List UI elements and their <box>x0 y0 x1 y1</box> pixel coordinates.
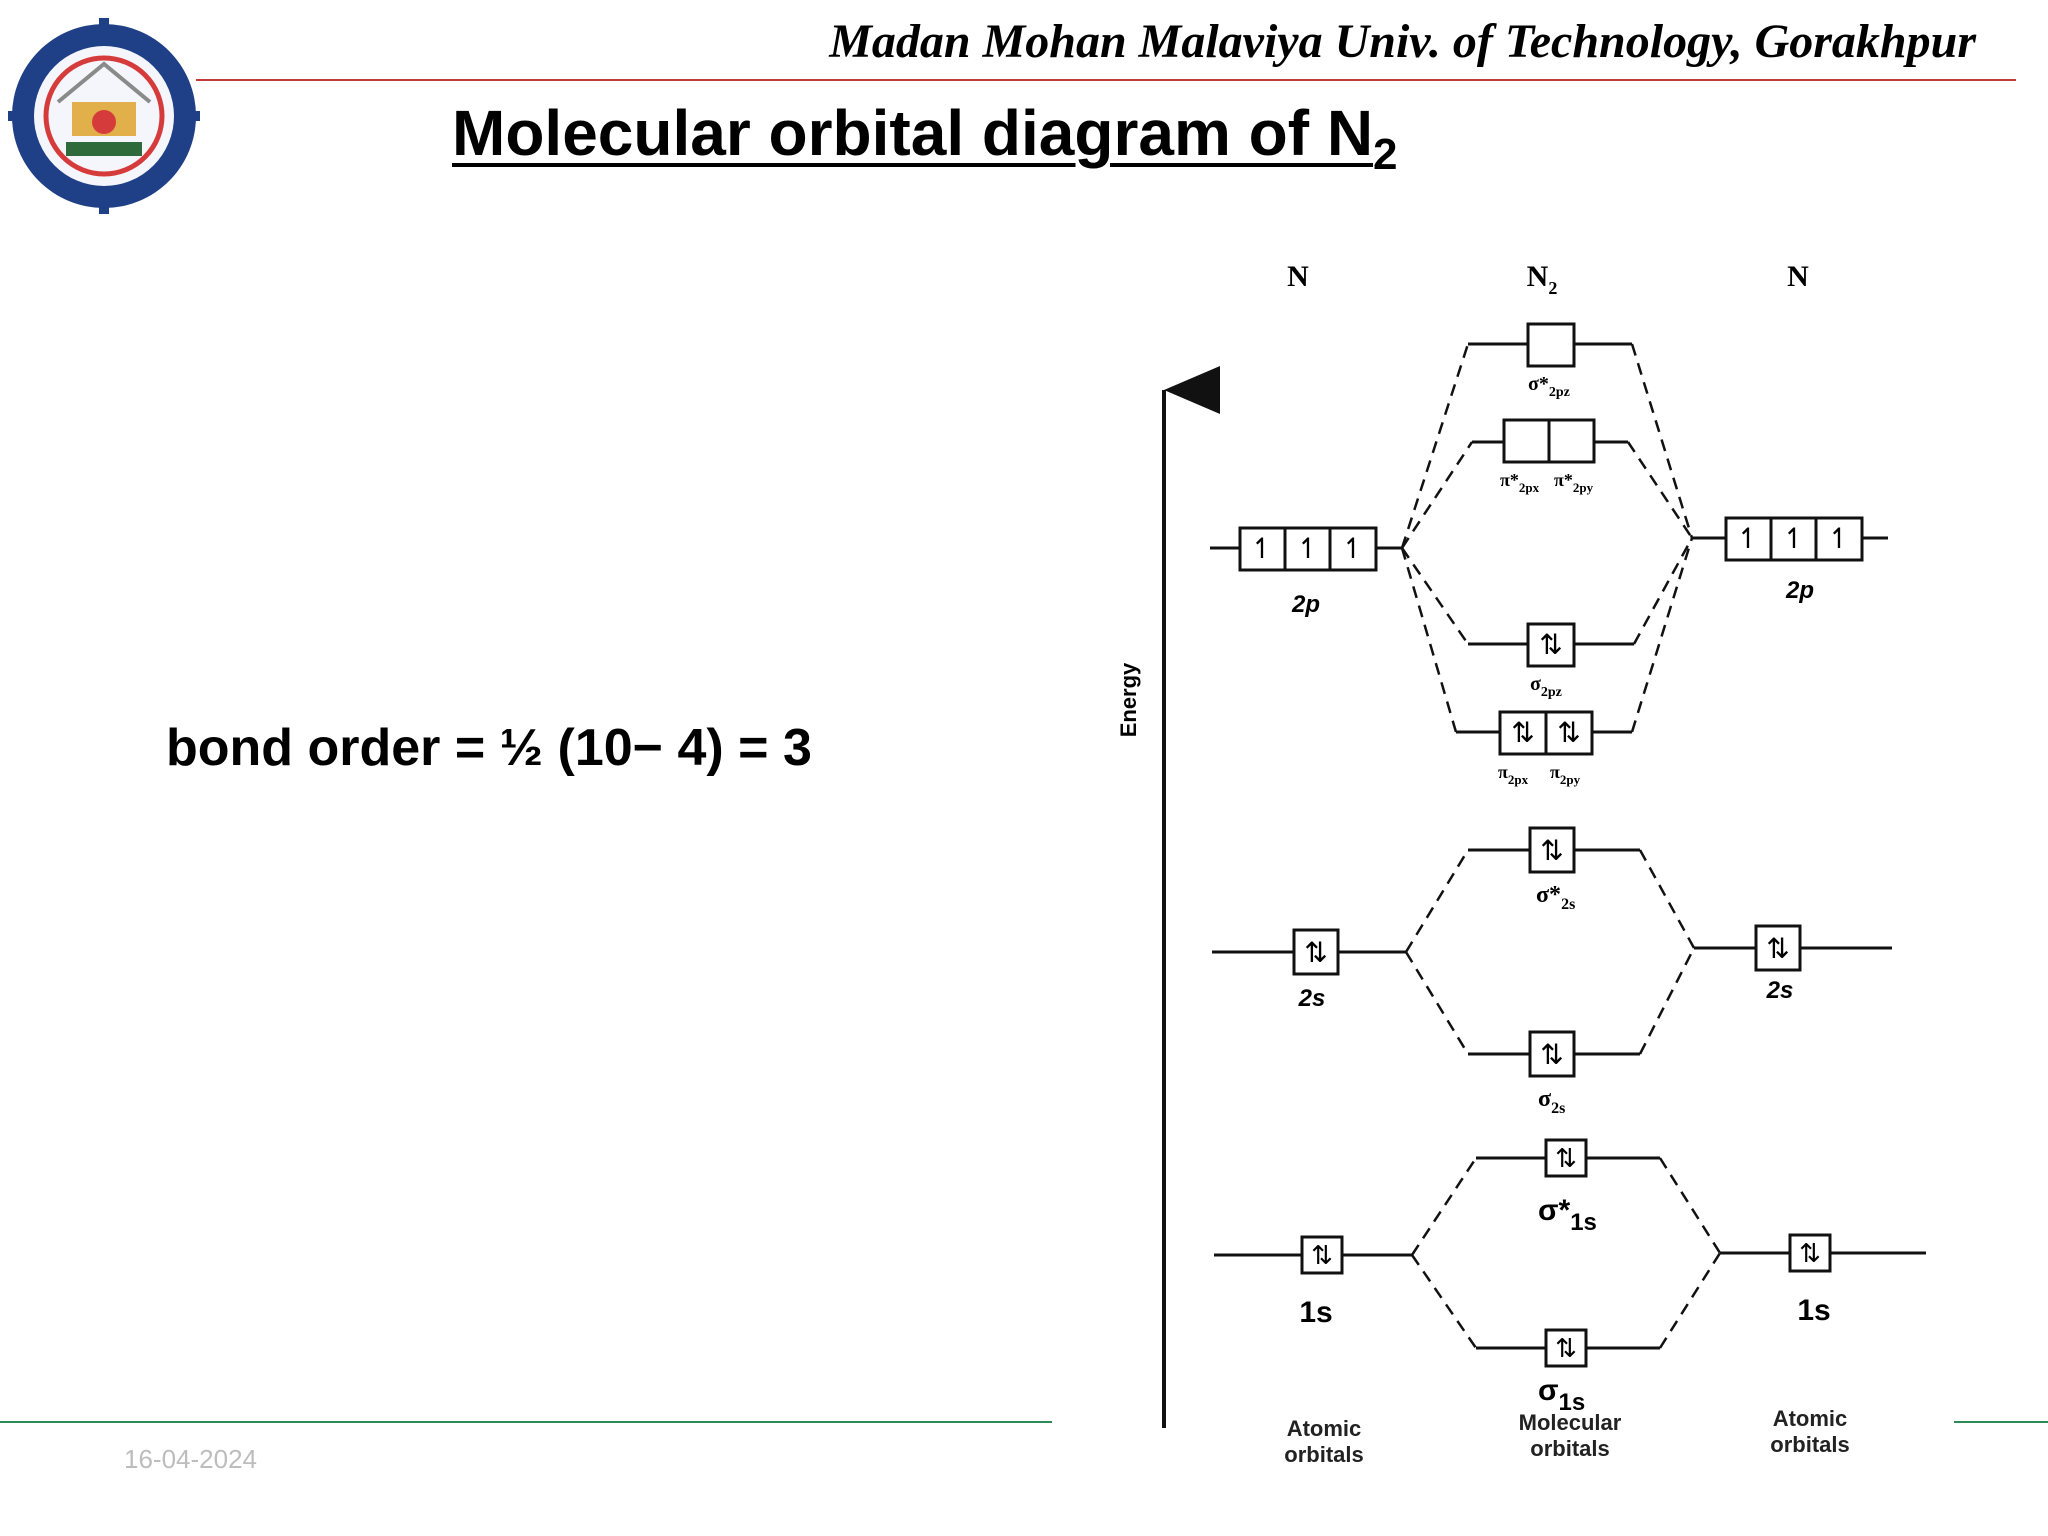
label-sigma-1s-symbol: σ <box>1538 1374 1559 1407</box>
level-1s <box>1214 1156 1926 1350</box>
label-pi-2py-symbol: π <box>1550 762 1560 782</box>
svg-text:⇅: ⇅ <box>1511 717 1534 748</box>
label-right-2p: 2p <box>1785 577 1814 604</box>
svg-text:⇅: ⇅ <box>1311 1240 1333 1270</box>
caption-right-atomic-line1: Atomic <box>1773 1406 1848 1431</box>
orbital-box-sigma-star-2s: ⇅ <box>1528 826 1576 874</box>
label-right-1s: 1s <box>1797 1294 1830 1327</box>
slide-title-subscript: 2 <box>1373 130 1398 179</box>
label-sigma-star-2s-symbol: σ* <box>1536 882 1561 908</box>
mo-diagram-svg: N N2 N Energy ⇅ ⇅ ⇅ ⇅ 1s 1s σ*1s σ1s <box>1116 260 1926 1467</box>
orbital-box-sigma-2pz: ⇅ <box>1526 622 1576 668</box>
caption-molecular-line1: Molecular <box>1519 1410 1622 1435</box>
svg-text:⇅: ⇅ <box>1540 1039 1563 1070</box>
label-sigma-1s-sub: 1s <box>1559 1389 1586 1416</box>
label-pi-2py: π2py <box>1550 762 1581 787</box>
label-sigma-star-2pz: σ*2pz <box>1528 373 1570 400</box>
svg-text:⇅: ⇅ <box>1540 835 1563 866</box>
header-divider <box>196 79 2016 81</box>
orbital-box-sigma-1s: ⇅ <box>1544 1328 1588 1368</box>
svg-text:↿: ↿ <box>1827 523 1850 554</box>
label-sigma-2s: σ2s <box>1538 1086 1565 1117</box>
label-sigma-star-2pz-symbol: σ* <box>1528 373 1549 395</box>
label-pi-star-2px-sub: 2px <box>1519 480 1540 495</box>
level-2p <box>1210 342 1888 734</box>
orbital-box-left-2p: ↿ ↿ ↿ <box>1238 526 1378 572</box>
orbital-box-right-2s: ⇅ <box>1754 924 1802 972</box>
slide-title: Molecular orbital diagram of N2 <box>452 96 1398 180</box>
svg-text:⇅: ⇅ <box>1539 629 1562 660</box>
label-sigma-2s-symbol: σ <box>1538 1086 1551 1112</box>
label-sigma-2pz-symbol: σ <box>1530 673 1541 695</box>
caption-right-atomic-line2: orbitals <box>1770 1432 1849 1457</box>
label-left-2p: 2p <box>1291 591 1320 618</box>
svg-text:↿: ↿ <box>1736 523 1759 554</box>
label-sigma-2s-sub: 2s <box>1551 1100 1565 1117</box>
label-sigma-1s: σ1s <box>1538 1374 1585 1416</box>
label-left-1s: 1s <box>1299 1296 1332 1329</box>
footer-line-right <box>1954 1421 2048 1423</box>
level-2s <box>1212 848 1892 1056</box>
caption-molecular-line2: orbitals <box>1530 1436 1609 1461</box>
column-label-left-atom: N <box>1287 260 1309 293</box>
svg-text:⇅: ⇅ <box>1557 717 1580 748</box>
orbital-box-right-1s: ⇅ <box>1788 1233 1832 1273</box>
svg-text:⇅: ⇅ <box>1799 1238 1821 1268</box>
footer-date: 16-04-2024 <box>124 1444 257 1474</box>
label-pi-star-2px-symbol: π* <box>1500 470 1519 490</box>
column-label-right-atom: N <box>1787 260 1809 293</box>
slide-title-text: Molecular orbital diagram of N <box>452 97 1374 169</box>
orbital-box-sigma-star-1s: ⇅ <box>1544 1138 1588 1178</box>
label-pi-2px-sub: 2px <box>1508 772 1529 787</box>
svg-text:↿: ↿ <box>1341 533 1364 564</box>
label-pi-2py-sub: 2py <box>1560 772 1581 787</box>
orbital-box-sigma-2s: ⇅ <box>1528 1030 1576 1078</box>
label-pi-star-2py-symbol: π* <box>1554 470 1573 490</box>
svg-text:⇅: ⇅ <box>1304 937 1327 968</box>
institution-name: Madan Mohan Malaviya Univ. of Technology… <box>829 15 1976 68</box>
label-sigma-2pz: σ2pz <box>1530 673 1562 700</box>
bond-order-equation: bond order = ½ (10− 4) = 3 <box>166 719 812 777</box>
label-pi-2px: π2px <box>1498 762 1529 787</box>
university-logo <box>8 18 200 214</box>
svg-text:⇅: ⇅ <box>1555 1143 1577 1173</box>
orbital-box-pi-star-2p <box>1502 418 1596 464</box>
label-sigma-2pz-sub: 2pz <box>1541 685 1562 700</box>
column-label-molecule: N2 <box>1527 260 1558 298</box>
svg-text:↿: ↿ <box>1296 533 1319 564</box>
label-sigma-star-2s: σ*2s <box>1536 882 1575 913</box>
label-sigma-star-1s-sub: 1s <box>1570 1209 1597 1236</box>
label-left-2s: 2s <box>1298 985 1326 1012</box>
label-sigma-star-1s-symbol: σ* <box>1538 1194 1571 1227</box>
orbital-box-sigma-star-2pz <box>1526 322 1576 368</box>
column-label-molecule-text: N <box>1527 260 1549 293</box>
footer-line-left <box>0 1421 1052 1423</box>
column-label-molecule-subscript: 2 <box>1548 278 1557 298</box>
caption-left-atomic-line2: orbitals <box>1284 1442 1363 1467</box>
label-sigma-star-1s: σ*1s <box>1538 1194 1597 1236</box>
label-sigma-star-2pz-sub: 2pz <box>1549 385 1570 400</box>
label-right-2s: 2s <box>1766 977 1794 1004</box>
mo-diagram: N N2 N Energy ⇅ ⇅ ⇅ ⇅ 1s 1s σ*1s σ1s <box>1080 240 2020 1490</box>
label-pi-star-2px: π*2px <box>1500 470 1540 495</box>
orbital-box-left-2s: ⇅ <box>1292 928 1340 976</box>
orbital-box-pi-2p: ⇅ ⇅ <box>1498 710 1594 756</box>
svg-text:↿: ↿ <box>1782 523 1805 554</box>
svg-text:⇅: ⇅ <box>1766 933 1789 964</box>
orbital-box-right-2p: ↿ ↿ ↿ <box>1724 516 1864 562</box>
orbital-box-left-1s: ⇅ <box>1300 1235 1344 1275</box>
svg-text:↿: ↿ <box>1250 533 1273 564</box>
svg-text:⇅: ⇅ <box>1555 1333 1577 1363</box>
energy-axis-label: Energy <box>1116 662 1141 737</box>
label-pi-2px-symbol: π <box>1498 762 1508 782</box>
label-pi-star-2py-sub: 2py <box>1573 480 1594 495</box>
caption-left-atomic-line1: Atomic <box>1287 1416 1362 1441</box>
label-sigma-star-2s-sub: 2s <box>1561 896 1575 913</box>
label-pi-star-2py: π*2py <box>1554 470 1594 495</box>
